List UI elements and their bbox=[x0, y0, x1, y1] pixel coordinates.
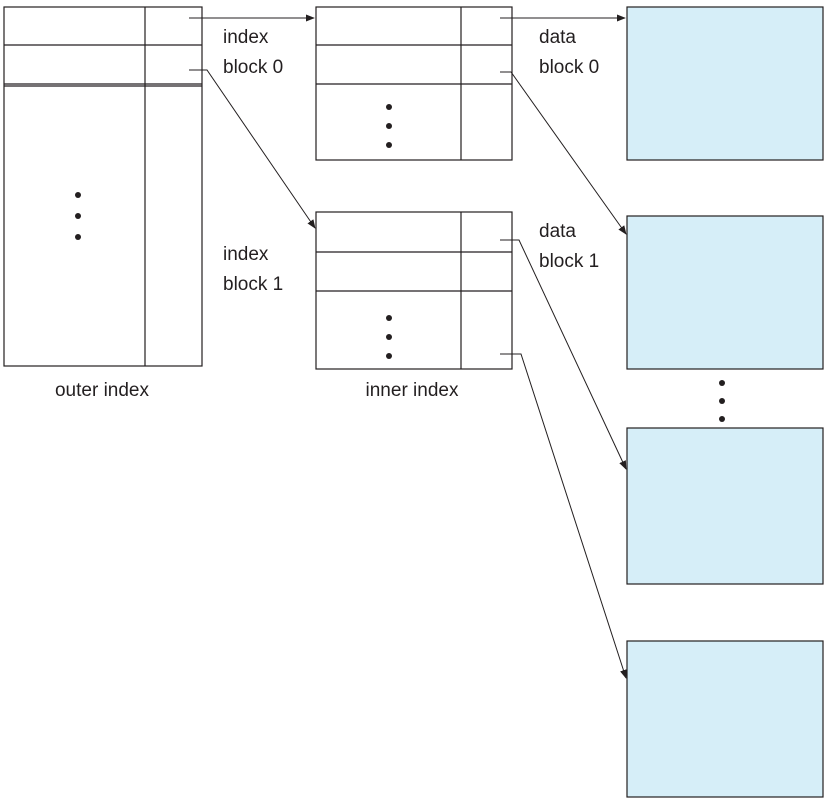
data-block bbox=[626, 427, 824, 585]
ellipsis-dot bbox=[386, 104, 392, 110]
data-block bbox=[626, 6, 824, 161]
outer-index-label: outer index bbox=[55, 380, 150, 401]
outer-index-block bbox=[3, 6, 203, 367]
pointer-arrow bbox=[189, 69, 316, 229]
pointer-arrow bbox=[500, 353, 627, 679]
data-block bbox=[626, 640, 824, 798]
ellipsis-dot bbox=[719, 398, 725, 404]
index-block-0 bbox=[315, 6, 513, 161]
pointer-arrow bbox=[500, 239, 627, 470]
ellipsis-dot bbox=[75, 192, 81, 198]
ellipsis-dot bbox=[386, 142, 392, 148]
index-block-1-label: index block 1 bbox=[223, 244, 283, 295]
ellipsis-dot bbox=[386, 334, 392, 340]
ellipsis-dot bbox=[719, 380, 725, 386]
data-block-1-label: data block 1 bbox=[539, 221, 599, 272]
data-block bbox=[626, 215, 824, 370]
ellipsis-dot bbox=[386, 123, 392, 129]
ellipsis-dot bbox=[75, 234, 81, 240]
data-block-0-label: data block 0 bbox=[539, 27, 599, 78]
index-block-1 bbox=[315, 211, 513, 370]
ellipsis-dot bbox=[386, 353, 392, 359]
pointer-arrow bbox=[500, 71, 627, 235]
inner-index-label: inner index bbox=[366, 380, 459, 401]
index-block-0-label: index block 0 bbox=[223, 27, 283, 78]
ellipsis-dot bbox=[386, 315, 392, 321]
ellipsis-dot bbox=[75, 213, 81, 219]
ellipsis-dot bbox=[719, 416, 725, 422]
